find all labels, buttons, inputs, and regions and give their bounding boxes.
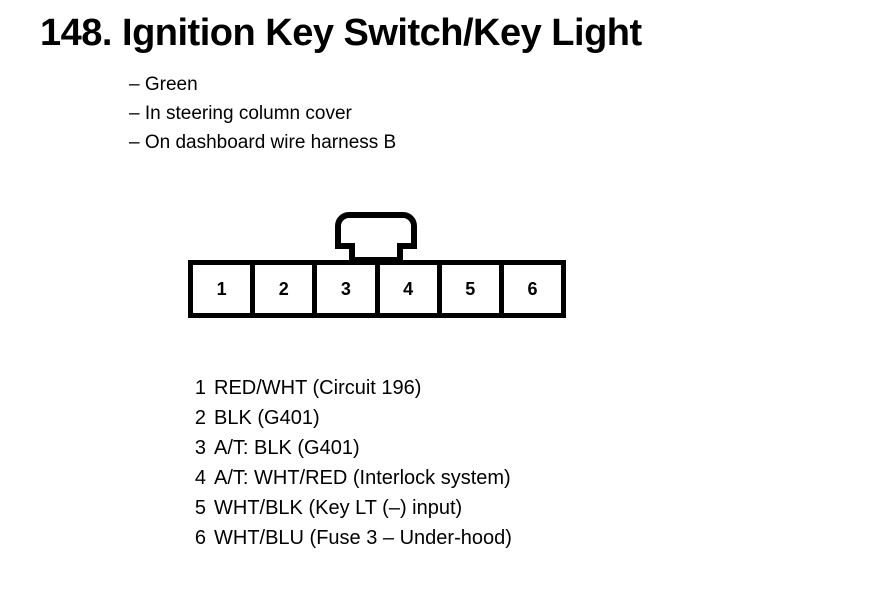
- connector-cavity-4: 4: [379, 265, 442, 313]
- pin-row: 2 BLK (G401): [186, 403, 512, 433]
- pin-number: 2: [194, 407, 206, 429]
- description-line-harness: – On dashboard wire harness B: [129, 132, 397, 153]
- pin-row: 4 A/T: WHT/RED (Interlock system): [186, 463, 512, 493]
- page-title: 148. Ignition Key Switch/Key Light: [40, 12, 642, 54]
- pin-row: 6 WHT/BLU (Fuse 3 – Under-hood): [186, 523, 512, 553]
- cavity-label: 6: [527, 278, 538, 299]
- connector-cavity-5: 5: [441, 265, 504, 313]
- connector-cavity-2: 2: [255, 265, 318, 313]
- pin-number: 5: [194, 497, 206, 519]
- connector-cavity-6: 6: [503, 265, 562, 313]
- connector-body: 1 2 3 4 5 6: [188, 260, 566, 318]
- pin-row: 1 RED/WHT (Circuit 196): [186, 373, 512, 403]
- connector-diagram: 1 2 3 4 5 6: [188, 212, 568, 320]
- pin-description: WHT/BLU (Fuse 3 – Under-hood): [214, 527, 512, 549]
- cavity-label: 4: [403, 278, 414, 299]
- cavity-label: 3: [340, 278, 351, 299]
- description-list: – Green – In steering column cover – On …: [129, 70, 396, 157]
- pin-number: 6: [194, 527, 206, 549]
- connector-cavity-1: 1: [193, 265, 256, 313]
- pin-number: 3: [194, 437, 206, 459]
- pin-row: 3 A/T: BLK (G401): [186, 433, 512, 463]
- pin-description: A/T: BLK (G401): [214, 437, 360, 459]
- pin-description: BLK (G401): [214, 407, 320, 429]
- pin-description: WHT/BLK (Key LT (–) input): [214, 497, 463, 519]
- pin-number: 4: [194, 467, 206, 489]
- description-line-green: – Green: [129, 74, 198, 95]
- description-line-location: – In steering column cover: [129, 103, 352, 124]
- connector-lock-tab-icon: [335, 212, 417, 262]
- pin-row: 5 WHT/BLK (Key LT (–) input): [186, 493, 512, 523]
- cavity-label: 5: [465, 278, 476, 299]
- pin-description: A/T: WHT/RED (Interlock system): [214, 467, 511, 489]
- cavity-label: 2: [278, 278, 289, 299]
- connector-cavity-3: 3: [317, 265, 380, 313]
- cavity-label: 1: [216, 278, 227, 299]
- pin-description: RED/WHT (Circuit 196): [214, 377, 422, 399]
- pin-number: 1: [194, 377, 206, 399]
